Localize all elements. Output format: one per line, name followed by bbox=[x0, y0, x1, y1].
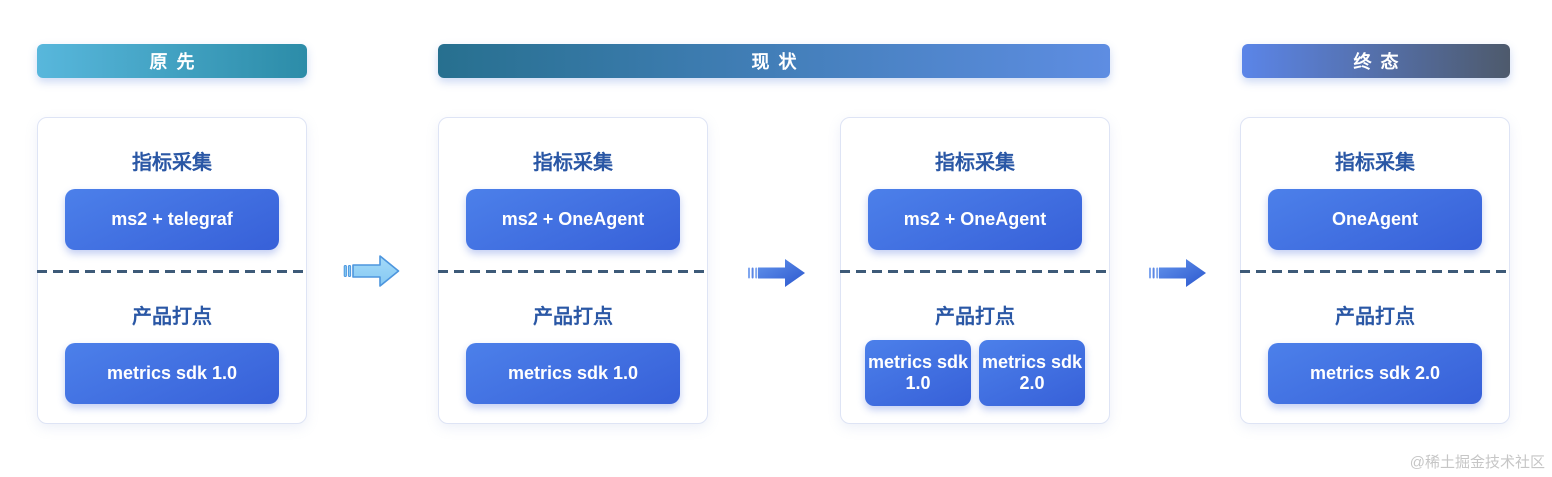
arrow-right-icon bbox=[343, 255, 400, 287]
metrics-section-title: 指标采集 bbox=[935, 152, 1015, 174]
tech-chip: metrics sdk 1.0 bbox=[65, 343, 279, 404]
dashed-divider bbox=[37, 270, 307, 273]
stage-banner-label: 现状 bbox=[751, 52, 806, 72]
tech-chip: metrics sdk 2.0 bbox=[979, 340, 1085, 406]
tech-chip-row: metrics sdk 1.0 metrics sdk 2.0 bbox=[865, 340, 1085, 406]
card-original: 指标采集 ms2 + telegraf 产品打点 metrics sdk 1.0 bbox=[37, 117, 307, 424]
tech-chip: ms2 + telegraf bbox=[65, 189, 279, 250]
tech-chip: OneAgent bbox=[1268, 189, 1482, 250]
tech-chip: metrics sdk 1.0 bbox=[865, 340, 971, 406]
card-current-step-1: 指标采集 ms2 + OneAgent 产品打点 metrics sdk 1.0 bbox=[438, 117, 708, 424]
card-current-step-2: 指标采集 ms2 + OneAgent 产品打点 metrics sdk 1.0… bbox=[840, 117, 1110, 424]
stage-banner-final: 终态 bbox=[1242, 44, 1510, 78]
tracking-section-title: 产品打点 bbox=[935, 306, 1015, 328]
tech-chip: ms2 + OneAgent bbox=[868, 189, 1082, 250]
card-final: 指标采集 OneAgent 产品打点 metrics sdk 2.0 bbox=[1240, 117, 1510, 424]
arrow-right-icon bbox=[748, 259, 805, 287]
arrow-right-icon bbox=[1149, 259, 1206, 287]
metrics-section-title: 指标采集 bbox=[1335, 152, 1415, 174]
stage-banner-current: 现状 bbox=[438, 44, 1110, 78]
metrics-section-title: 指标采集 bbox=[533, 152, 613, 174]
dashed-divider bbox=[840, 270, 1110, 273]
tech-chip: metrics sdk 1.0 bbox=[466, 343, 680, 404]
tracking-section-title: 产品打点 bbox=[132, 306, 212, 328]
tracking-section-title: 产品打点 bbox=[1335, 306, 1415, 328]
metrics-section-title: 指标采集 bbox=[132, 152, 212, 174]
tech-chip: metrics sdk 2.0 bbox=[1268, 343, 1482, 404]
stage-banner-label: 原先 bbox=[149, 52, 204, 72]
tracking-section-title: 产品打点 bbox=[533, 306, 613, 328]
tech-chip: ms2 + OneAgent bbox=[466, 189, 680, 250]
stage-banner-label: 终态 bbox=[1353, 52, 1408, 72]
dashed-divider bbox=[1240, 270, 1510, 273]
dashed-divider bbox=[438, 270, 708, 273]
watermark: @稀土掘金技术社区 bbox=[1409, 454, 1545, 471]
stage-banner-original: 原先 bbox=[37, 44, 307, 78]
